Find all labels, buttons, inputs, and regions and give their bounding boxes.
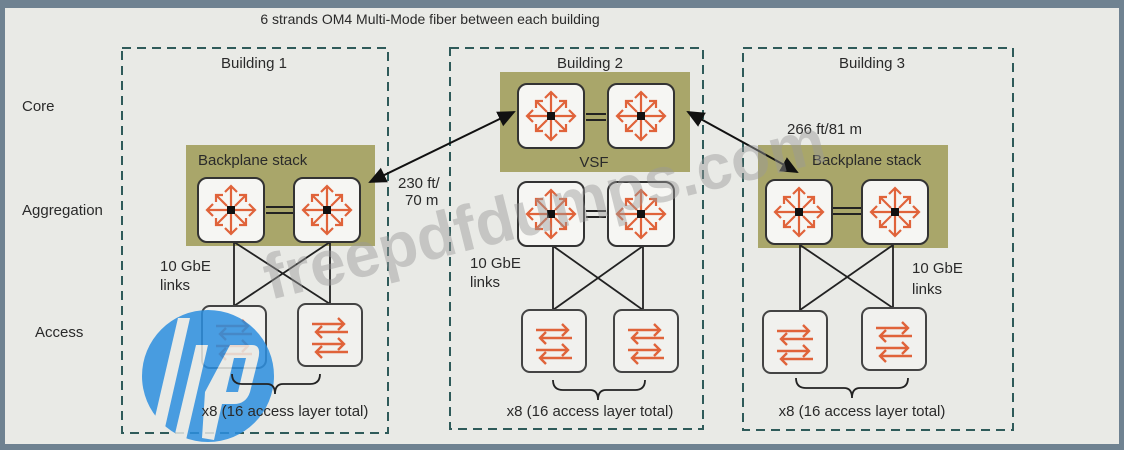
building-1-label: Building 1 bbox=[221, 55, 287, 72]
layer-label-access: Access bbox=[35, 324, 83, 341]
building-2-brace bbox=[552, 379, 646, 401]
building-2-group-label: VSF bbox=[579, 154, 608, 171]
building-1-access-switch-2 bbox=[296, 302, 364, 368]
building-1-access-note: x8 (16 access layer total) bbox=[202, 403, 369, 420]
building-3-links-label-1: 10 GbE bbox=[912, 260, 963, 277]
building-3-access-switch-2 bbox=[860, 306, 928, 372]
building-1-brace bbox=[231, 373, 321, 395]
building-3-group-label: Backplane stack bbox=[812, 152, 922, 169]
building-3-label: Building 3 bbox=[839, 55, 905, 72]
building-2-links-label-2: links bbox=[470, 274, 500, 291]
building-3-access-note: x8 (16 access layer total) bbox=[779, 403, 946, 420]
distance-b2-b3: 266 ft/81 m bbox=[787, 121, 862, 138]
building-2-label: Building 2 bbox=[557, 55, 623, 72]
building-3-aggregation-switch-1 bbox=[764, 178, 834, 246]
distance-b1-b2-line2: 70 m bbox=[405, 192, 438, 209]
building-2-core-switch-1 bbox=[516, 82, 586, 150]
fiber-link-b1-b2 bbox=[368, 111, 516, 183]
building-2-access-switch-2 bbox=[612, 308, 680, 374]
building-2-access-switch-1 bbox=[520, 308, 588, 374]
uplink-lines bbox=[233, 113, 894, 311]
building-3-access-switch-1 bbox=[761, 309, 829, 375]
building-2-boundary bbox=[449, 47, 704, 430]
building-3-aggregation-switch-2 bbox=[860, 178, 930, 246]
building-1-links-label-1: 10 GbE bbox=[160, 258, 211, 275]
building-1-boundary bbox=[121, 47, 389, 434]
building-1-aggregation-switch-1 bbox=[196, 176, 266, 244]
building-1-links-label-2: links bbox=[160, 277, 190, 294]
fiber-link-b2-b3 bbox=[686, 111, 799, 173]
building-2-access-note: x8 (16 access layer total) bbox=[507, 403, 674, 420]
distance-b1-b2-line1: 230 ft/ bbox=[398, 175, 441, 192]
building-3-links-label-2: links bbox=[912, 281, 942, 298]
building-3-boundary bbox=[742, 47, 1014, 431]
hp-logo-watermark bbox=[142, 310, 274, 442]
diagram-title: 6 strands OM4 Multi-Mode fiber between e… bbox=[260, 11, 599, 27]
building-2-links-label-1: 10 GbE bbox=[470, 255, 521, 272]
building-3-brace bbox=[795, 377, 909, 399]
layer-label-aggregation: Aggregation bbox=[22, 202, 103, 219]
building-2-core-switch-2 bbox=[606, 82, 676, 150]
building-1-group-label: Backplane stack bbox=[198, 152, 308, 169]
layer-label-core: Core bbox=[22, 98, 55, 115]
